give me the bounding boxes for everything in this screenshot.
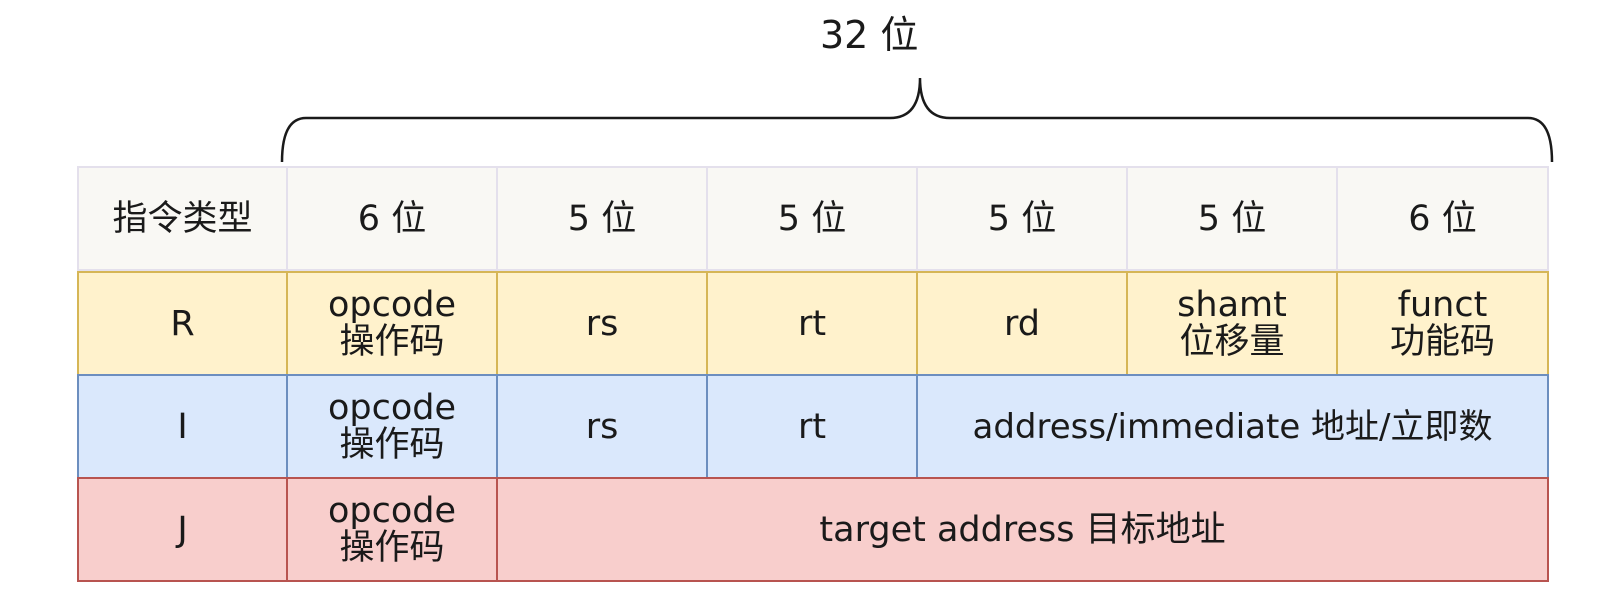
header-width-cell: 5 位: [706, 166, 918, 271]
j-opcode-name: opcode: [327, 490, 457, 531]
header-width-label: 5 位: [567, 198, 637, 239]
r-type-cell: R: [77, 271, 288, 376]
r-rt-cell: rt: [706, 271, 918, 376]
j-opcode-cell: opcode 操作码: [286, 477, 498, 582]
r-shamt-cell: shamt 位移量: [1126, 271, 1338, 376]
i-address-label: address/immediate 地址/立即数: [972, 406, 1493, 447]
i-rs-label: rs: [585, 406, 619, 447]
total-bits-label: 32 位: [820, 13, 919, 57]
r-shamt-desc: 位移量: [1179, 321, 1285, 362]
r-rt-label: rt: [797, 303, 827, 344]
j-type-cell: J: [77, 477, 288, 582]
j-opcode-desc: 操作码: [339, 527, 445, 568]
r-shamt-name: shamt: [1177, 284, 1287, 325]
r-funct-cell: funct 功能码: [1336, 271, 1549, 376]
r-rd-cell: rd: [916, 271, 1128, 376]
i-type-cell: I: [77, 374, 288, 479]
header-width-cell: 5 位: [496, 166, 708, 271]
i-opcode-name: opcode: [327, 387, 457, 428]
header-type-cell: 指令类型: [77, 166, 288, 271]
r-opcode-cell: opcode 操作码: [286, 271, 498, 376]
header-type-label: 指令类型: [112, 198, 253, 239]
header-width-cell: 6 位: [286, 166, 498, 271]
bit-span-brace: [280, 77, 1554, 163]
r-funct-desc: 功能码: [1389, 321, 1495, 362]
j-target-cell: target address 目标地址: [496, 477, 1549, 582]
i-address-cell: address/immediate 地址/立即数: [916, 374, 1549, 479]
header-width-label: 5 位: [987, 198, 1057, 239]
r-rs-label: rs: [585, 303, 619, 344]
header-width-cell: 6 位: [1336, 166, 1549, 271]
r-rs-cell: rs: [496, 271, 708, 376]
r-rd-label: rd: [1004, 303, 1040, 344]
header-width-label: 6 位: [357, 198, 427, 239]
header-width-cell: 5 位: [916, 166, 1128, 271]
r-funct-name: funct: [1397, 284, 1488, 325]
r-opcode-desc: 操作码: [339, 321, 445, 362]
i-rt-cell: rt: [706, 374, 918, 479]
r-type-label: R: [170, 303, 195, 344]
header-width-label: 6 位: [1408, 198, 1477, 239]
i-opcode-cell: opcode 操作码: [286, 374, 498, 479]
i-rt-label: rt: [797, 406, 827, 447]
header-width-cell: 5 位: [1126, 166, 1338, 271]
i-type-label: I: [177, 406, 188, 447]
j-type-label: J: [177, 509, 188, 550]
i-rs-cell: rs: [496, 374, 708, 479]
header-width-label: 5 位: [777, 198, 847, 239]
j-target-label: target address 目标地址: [819, 509, 1226, 550]
header-width-label: 5 位: [1197, 198, 1267, 239]
r-opcode-name: opcode: [327, 284, 457, 325]
i-opcode-desc: 操作码: [339, 424, 445, 465]
